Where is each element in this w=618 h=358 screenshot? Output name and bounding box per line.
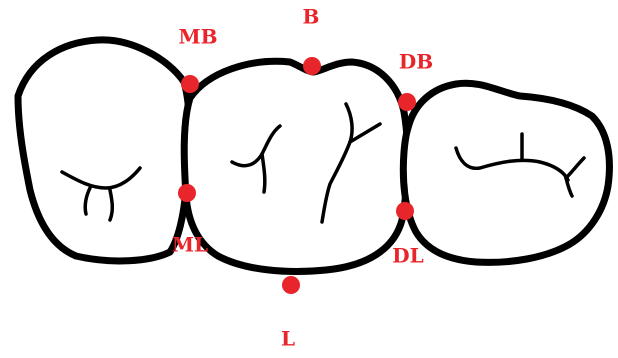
left-tooth-outline bbox=[18, 40, 190, 261]
marker-mb bbox=[181, 75, 199, 93]
center-tooth bbox=[184, 61, 407, 271]
label-l: L bbox=[281, 327, 295, 351]
marker-db bbox=[398, 93, 416, 111]
label-dl: DL bbox=[392, 244, 423, 268]
right-tooth bbox=[403, 83, 609, 262]
right-tooth-outline bbox=[403, 83, 609, 262]
label-mb: MB bbox=[178, 25, 217, 49]
center-tooth-outline bbox=[184, 61, 407, 271]
label-db: DB bbox=[399, 50, 433, 74]
left-tooth bbox=[18, 40, 190, 261]
marker-b bbox=[303, 57, 321, 75]
label-ml: ML bbox=[172, 233, 208, 257]
marker-ml bbox=[178, 184, 196, 202]
marker-l bbox=[282, 276, 300, 294]
label-b: B bbox=[303, 5, 320, 29]
marker-dl bbox=[396, 202, 414, 220]
